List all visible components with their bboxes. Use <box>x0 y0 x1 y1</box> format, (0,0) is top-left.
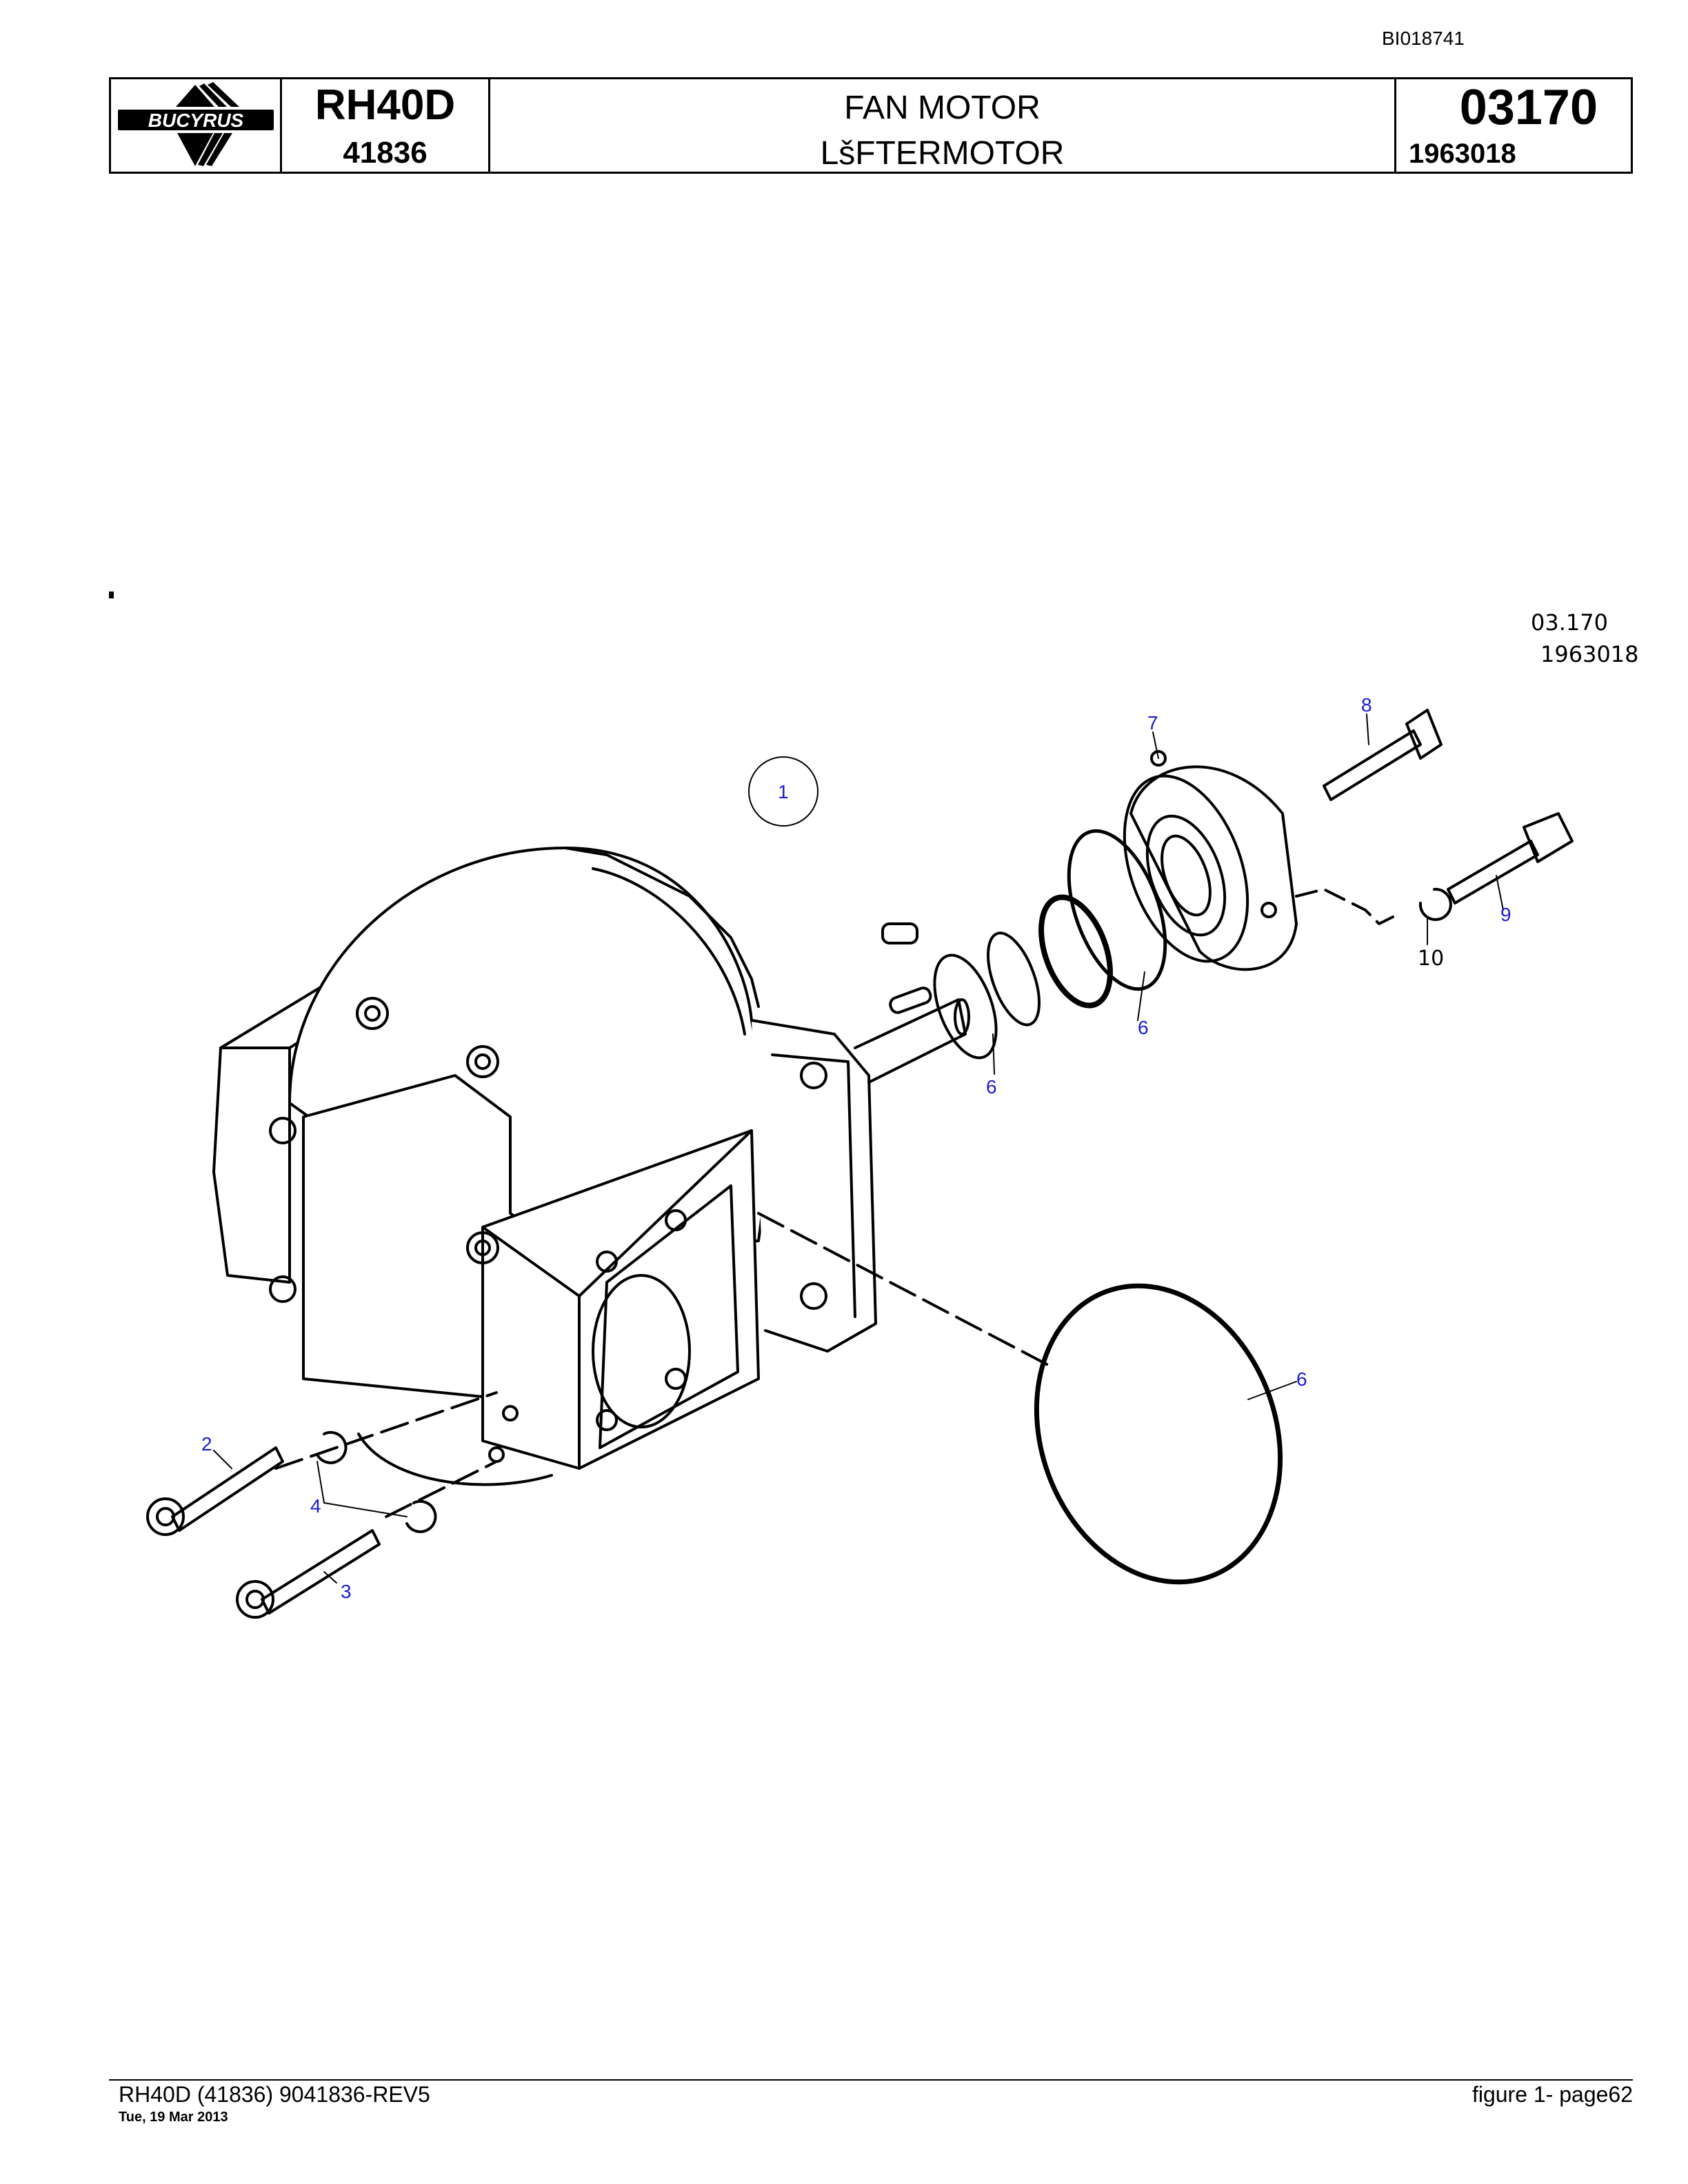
drawing-number-ref: 1963018 <box>1540 641 1639 667</box>
callout-2: 2 <box>201 1433 212 1455</box>
footer-page-ref: figure 1- page62 <box>1471 2082 1633 2107</box>
document-id: BI018741 <box>1382 28 1465 49</box>
callout-7: 7 <box>1147 712 1158 734</box>
callout-1: 1 <box>778 781 789 802</box>
footer-divider <box>109 2079 1633 2081</box>
footer-document-ref: RH40D (41836) 9041836-REV5 <box>119 2082 430 2107</box>
footer-date: Tue, 19 Mar 2013 <box>119 2110 228 2125</box>
logo-cell: BUCYRUS <box>111 79 282 172</box>
title-german: LšFTERMOTOR <box>820 135 1065 172</box>
callout-circle-1 <box>748 756 818 827</box>
drawing-number: 1963018 <box>1409 139 1516 169</box>
model-name: RH40D <box>314 81 456 129</box>
callout-8: 8 <box>1361 694 1372 716</box>
title-block: BUCYRUS RH40D 41836 FAN MOTOR LšFTERMOTO… <box>109 77 1633 174</box>
callout-4: 4 <box>310 1495 321 1517</box>
logo-text: BUCYRUS <box>148 110 244 131</box>
drawing-group-ref: 03.170 <box>1531 609 1608 636</box>
callout-10: 10 <box>1418 947 1444 971</box>
title-english: FAN MOTOR <box>844 90 1041 126</box>
group-number: 03170 <box>1459 80 1598 135</box>
callout-6-seal: 6 <box>1138 1017 1149 1038</box>
group-cell: 03170 1963018 <box>1396 79 1631 172</box>
bucyrus-logo: BUCYRUS <box>118 82 274 166</box>
callout-3: 3 <box>341 1581 352 1602</box>
model-cell: RH40D 41836 <box>282 79 490 172</box>
callout-9: 9 <box>1500 904 1511 925</box>
callout-6-shaft-ring: 6 <box>986 1076 997 1098</box>
callout-6-large-oring: 6 <box>1296 1368 1307 1390</box>
title-cell: FAN MOTOR LšFTERMOTOR <box>490 79 1396 172</box>
serial-number: 41836 <box>343 136 428 170</box>
